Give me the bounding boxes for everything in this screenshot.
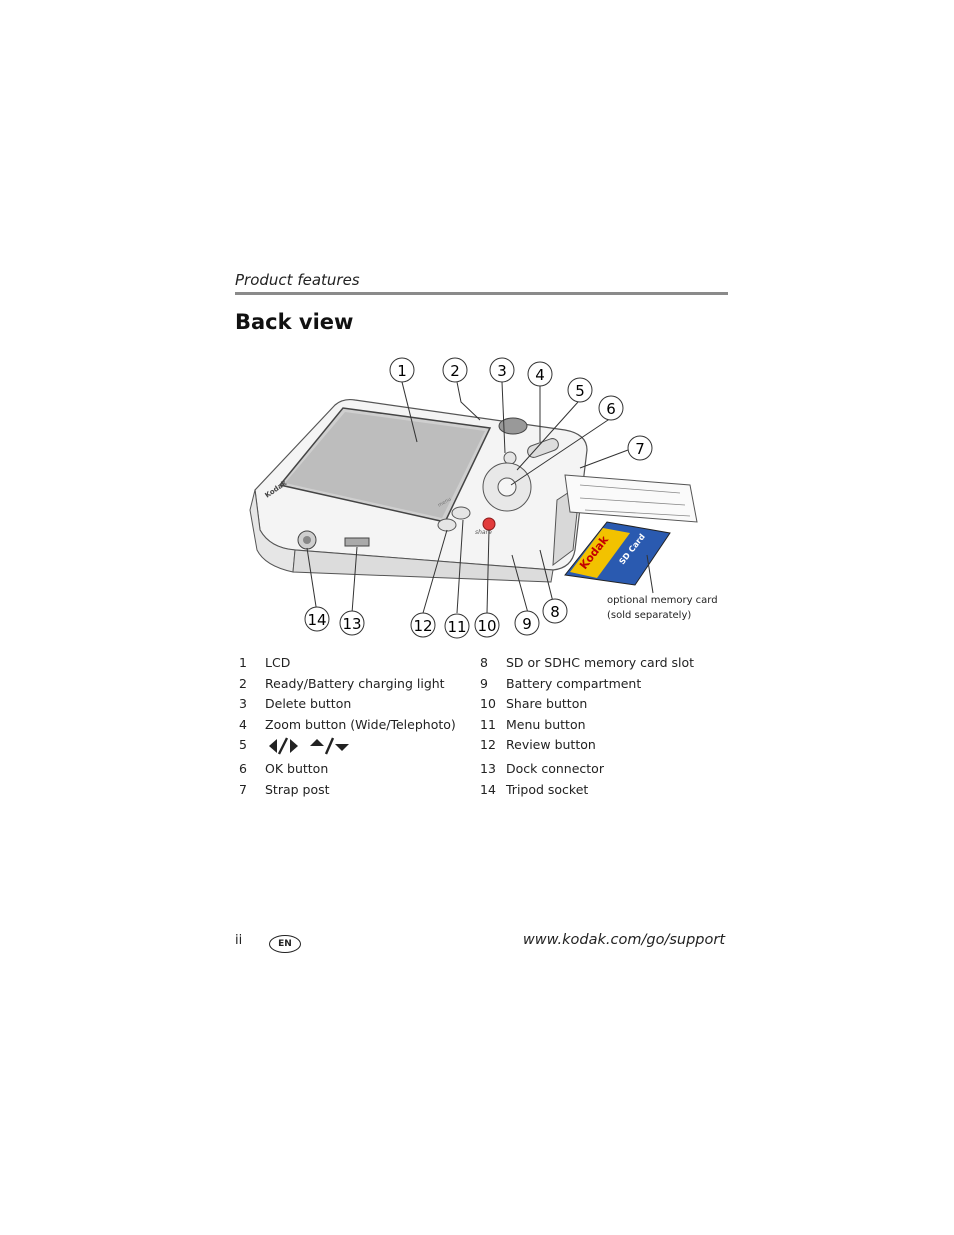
legend-number: 9 [480, 676, 488, 691]
sd-memory-card: Kodak SD Card [564, 521, 671, 586]
legend-number: 1 [239, 655, 247, 670]
svg-text:8: 8 [550, 603, 560, 621]
svg-text:11: 11 [447, 618, 466, 636]
legend-number: 5 [239, 737, 247, 752]
callout-12: 12 [410, 612, 436, 638]
camera-back-view-illustration: Kodak menu share Kodak SD Card [249, 357, 718, 639]
zoom-dial [498, 417, 528, 435]
support-url: www.kodak.com/go/support [522, 932, 725, 948]
legend-label: Dock connector [506, 761, 604, 776]
legend-number: 10 [480, 696, 496, 711]
svg-text:6: 6 [606, 400, 616, 418]
language-badge: EN [269, 935, 301, 953]
legend-label: LCD [265, 655, 291, 670]
legend-number: 6 [239, 761, 247, 776]
callout-3: 3 [489, 357, 515, 383]
callout-14: 14 [304, 606, 330, 632]
svg-text:4: 4 [535, 366, 545, 384]
legend-label: OK button [265, 761, 329, 776]
legend-number: 11 [480, 717, 496, 732]
svg-text:1: 1 [397, 362, 407, 380]
zoom-button [527, 438, 559, 458]
svg-text:12: 12 [413, 617, 432, 635]
arrow-left-right-icon [269, 737, 298, 755]
dock-connector [344, 537, 370, 547]
section-header: Product features [235, 271, 360, 289]
header-divider [235, 292, 728, 295]
svg-text:7: 7 [635, 440, 645, 458]
legend-label [265, 737, 365, 755]
legend-label: Strap post [265, 782, 330, 797]
legend-label: Share button [506, 696, 588, 711]
legend-label: Tripod socket [506, 782, 589, 797]
legend-label: Zoom button (Wide/Telephoto) [265, 717, 456, 732]
page-title: Back view [235, 310, 354, 334]
callout-5: 5 [567, 377, 593, 403]
legend-label: Battery compartment [506, 676, 642, 691]
legend-number: 8 [480, 655, 488, 670]
legend-number: 7 [239, 782, 247, 797]
share-label: share [475, 529, 492, 536]
svg-text:3: 3 [497, 362, 507, 380]
callout-1: 1 [389, 357, 415, 383]
callout-6: 6 [598, 395, 624, 421]
legend-label: SD or SDHC memory card slot [506, 655, 695, 670]
callout-9: 9 [514, 610, 540, 636]
legend-number: 3 [239, 696, 247, 711]
memory-card-note-line2: (sold separately) [607, 610, 691, 621]
menu-button [451, 506, 471, 520]
callout-11: 11 [444, 613, 470, 639]
arrow-up-down-icon [310, 737, 349, 755]
svg-text:14: 14 [307, 611, 326, 629]
review-button [437, 518, 457, 532]
legend-number: 2 [239, 676, 247, 691]
legend-label: Review button [506, 737, 596, 752]
callout-4: 4 [527, 361, 553, 387]
legend-label: Delete button [265, 696, 352, 711]
legend-label: Ready/Battery charging light [265, 676, 445, 691]
callout-13: 13 [339, 610, 365, 636]
legend-label: Menu button [506, 717, 586, 732]
delete-button [503, 451, 517, 465]
svg-text:5: 5 [575, 382, 585, 400]
legend-number: 12 [480, 737, 496, 752]
svg-text:2: 2 [450, 362, 460, 380]
page-number: ii [235, 933, 243, 948]
callout-8: 8 [542, 598, 568, 624]
svg-text:9: 9 [522, 615, 532, 633]
ok-button [497, 477, 517, 497]
legend-number: 14 [480, 782, 496, 797]
svg-text:10: 10 [477, 617, 496, 635]
legend-number: 4 [239, 717, 247, 732]
callout-2: 2 [442, 357, 468, 383]
leader-lines [306, 381, 654, 614]
svg-text:13: 13 [342, 615, 361, 633]
callout-7: 7 [627, 435, 653, 461]
legend-number: 13 [480, 761, 496, 776]
memory-card-note-line1: optional memory card [607, 595, 718, 606]
callout-10: 10 [474, 612, 500, 638]
